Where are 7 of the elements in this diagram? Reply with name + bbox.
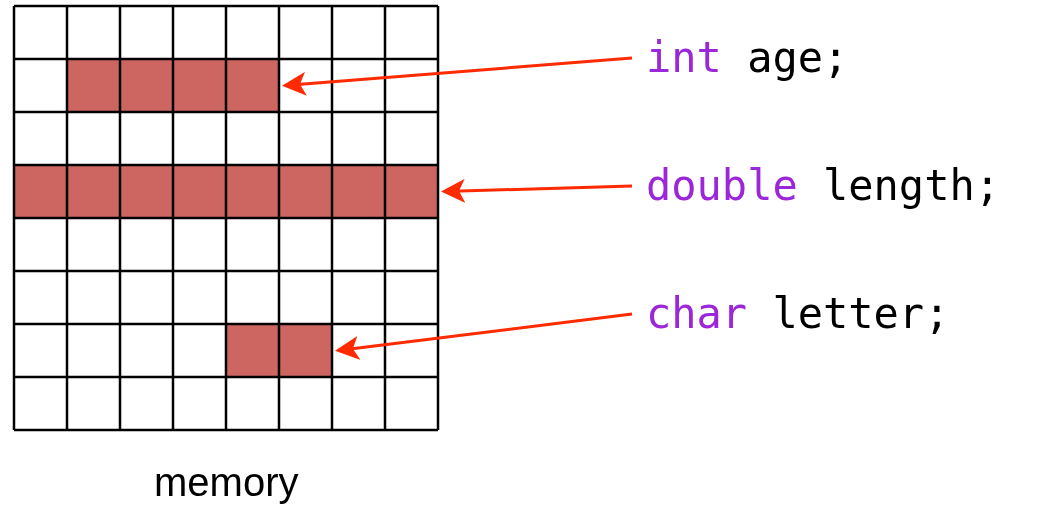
arrow bbox=[335, 312, 633, 360]
code-declaration: int age; bbox=[632, 30, 849, 86]
code-declaration: double length; bbox=[632, 158, 1000, 214]
code-declaration: char letter; bbox=[632, 286, 950, 342]
caption: memory bbox=[154, 460, 299, 505]
arrow bbox=[282, 56, 633, 96]
arrow bbox=[441, 178, 633, 203]
